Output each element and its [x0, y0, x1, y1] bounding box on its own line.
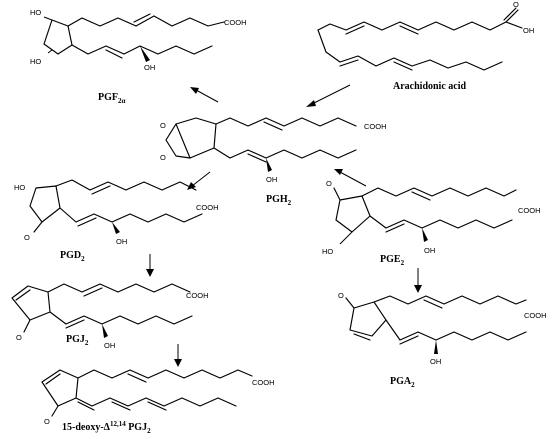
- pgh2-o2: O: [160, 153, 166, 162]
- dpgj2-cooh: COOH: [252, 378, 275, 387]
- pgf2a-oh: OH: [144, 63, 155, 72]
- pgh2-label: PGH2: [266, 194, 292, 207]
- pgd2-cooh: COOH: [196, 203, 219, 212]
- pga2-o: O: [338, 291, 344, 300]
- arachidonic-acid-structure: O OH: [317, 0, 534, 71]
- arachidonic-acid-label: Arachidonic acid: [393, 81, 466, 92]
- pgd2-oh: OH: [116, 237, 127, 246]
- pgh2-o1: O: [160, 121, 166, 130]
- pge2-structure: O HO COOH OH: [322, 179, 541, 256]
- pgd2-label: PGD2: [60, 250, 85, 263]
- dpgj2-o: O: [44, 417, 50, 426]
- pge2-ho: HO: [322, 247, 333, 256]
- arrow-pgh2-to-pgf2a: [190, 87, 219, 103]
- arrow-pgh2-to-pge2: [334, 169, 367, 187]
- arrow-pgd2-to-pgj2: [146, 254, 154, 277]
- arachidonic-oh: OH: [523, 26, 534, 35]
- pga2-structure: O COOH OH: [338, 291, 547, 366]
- pgj2-o: O: [16, 333, 22, 342]
- pgf2a-ho-top: HO: [30, 8, 41, 17]
- pgj2-oh: OH: [104, 341, 115, 350]
- pgh2-cooh: COOH: [364, 122, 387, 131]
- pgf2a-ho-bottom: HO: [30, 57, 41, 66]
- pgh2-structure: O O COOH OH: [160, 117, 387, 184]
- pge2-o: O: [326, 179, 332, 188]
- arrow-pgj2-to-15dpgj2: [174, 344, 182, 367]
- arrow-aa-to-pgh2: [306, 84, 351, 107]
- dpgj2-label: 15-deoxy-Δ12,14 PGJ2: [62, 420, 151, 435]
- pgd2-structure: HO O COOH OH: [14, 179, 219, 246]
- pge2-oh: OH: [424, 246, 435, 255]
- pgd2-o: O: [24, 233, 30, 242]
- pge2-cooh: COOH: [518, 206, 541, 215]
- arachidonic-o: O: [513, 0, 519, 9]
- pgf2a-cooh: COOH: [224, 18, 247, 27]
- pge2-label: PGE2: [380, 254, 405, 267]
- arrow-pgh2-to-pgd2: [187, 171, 211, 190]
- pga2-oh: OH: [430, 357, 441, 366]
- pgj2-cooh: COOH: [186, 291, 209, 300]
- pgf2a-structure: HO HO COOH OH: [30, 8, 247, 72]
- arrow-pge2-to-pga2: [414, 268, 422, 293]
- pga2-label: PGA2: [390, 376, 415, 389]
- pgj2-structure: O COOH OH: [11, 283, 209, 350]
- pgj2-label: PGJ2: [66, 334, 89, 347]
- pga2-cooh: COOH: [524, 311, 547, 320]
- dpgj2-structure: O COOH: [41, 369, 275, 426]
- pgf2a-label: PGF2α: [98, 92, 126, 105]
- pgh2-oh: OH: [266, 175, 277, 184]
- pgd2-ho: HO: [14, 183, 25, 192]
